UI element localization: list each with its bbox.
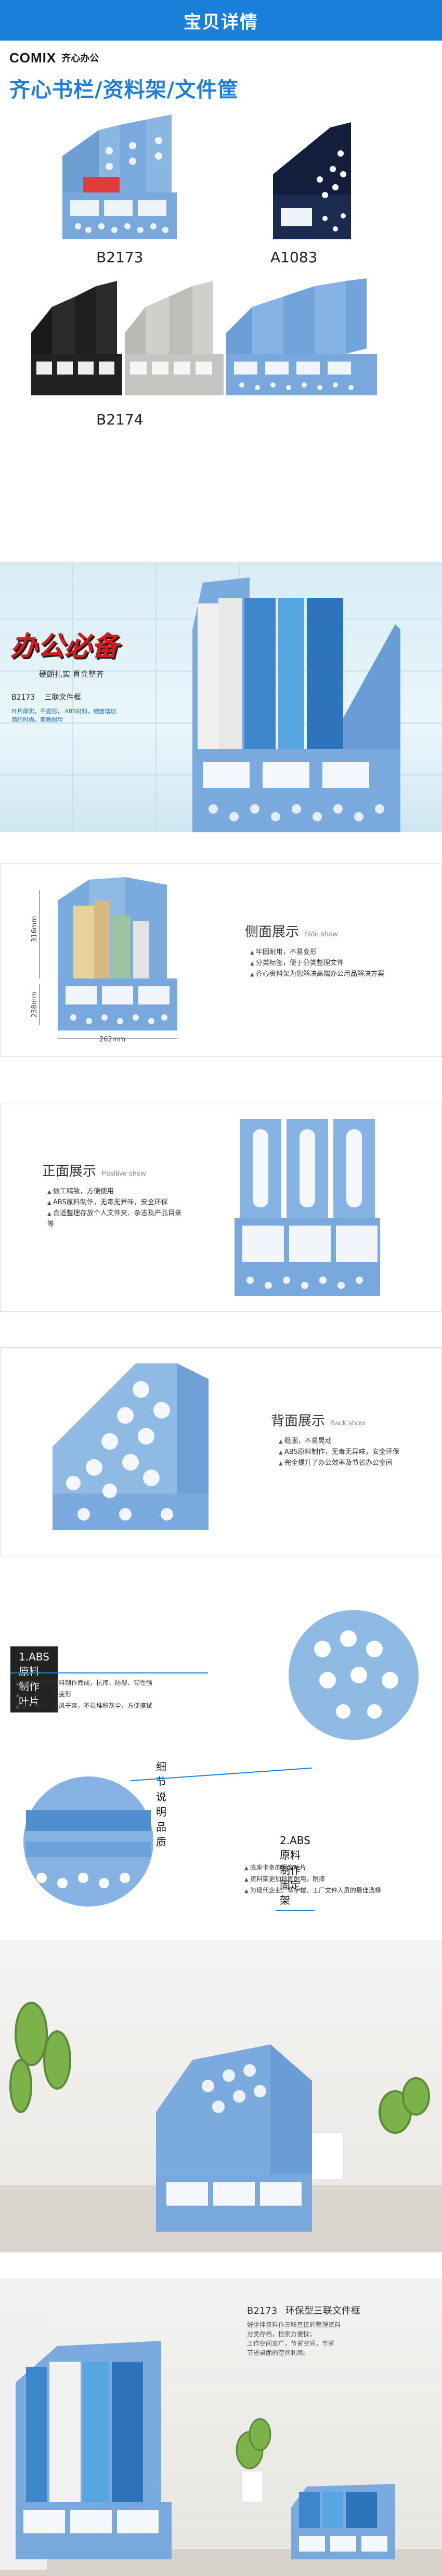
side-title-en: Side show (304, 930, 338, 938)
back-title: 背面展示 Back show (271, 1410, 366, 1429)
back-bullet: ABS原料制作，无毒无异味，安全环保 (279, 1447, 414, 1458)
banner-section: 办公必备 硬朗扎实 直立整齐 B2173 三联文件框 叶片厚实，不变形， ABS… (0, 562, 442, 832)
back-show-panel: 背面展示 Back show 稳固，不易晃动 ABS原料制作，无毒无异味，安全环保… (0, 1347, 442, 1556)
bottom-desc-line: 分类存档，检索方便快； (247, 2330, 316, 2338)
divider (10, 1672, 208, 1673)
brand: COMIX 齐心办公 (9, 46, 99, 70)
back-bullets: 稳固，不易晃动 ABS原料制作，无毒无异味，安全环保 完全提升了办公效率及节省办… (279, 1436, 414, 1469)
lifestyle-photo-2: B2173 环保型三联文件框 好坐伴资料作三联直接的整理资料 分类存档，检索方便… (0, 2278, 442, 2576)
banner-feature: ABS材料，韧度增加 (64, 708, 116, 715)
front-show-panel: 正面展示 Positive show 做工精致，方便使用 ABS原料制作，无毒无异… (0, 1103, 442, 1312)
lifestyle-photo-1 (0, 1940, 442, 2252)
side-bullets: 牢固耐用，不易变形 分类标签，便于分类整理文件 齐心资料架为您解决高端办公用品解… (250, 947, 406, 980)
front-bullet: ABS原料制作，无毒无异味，安全环保 (47, 1197, 183, 1208)
bottom-desc-line: 工作空间宽广，节省空间，节省 (247, 2340, 335, 2347)
product-b2173-label: B2173 (96, 249, 144, 266)
bottom-model-code: B2173 (247, 2305, 278, 2316)
detail-part2-bullets: 底座卡条的固定叶片 资料架更加稳固耐用，耐摔 为现代企业、写字楼、工厂文件人员的… (244, 1862, 432, 1897)
banner-feature: 叶片厚实，不变形 (11, 708, 57, 715)
bottom-model: B2173 环保型三联文件框 (247, 2303, 360, 2317)
hero-title: 齐心书栏/资料架/文件筐 (9, 78, 239, 102)
detail-bullet: 资料架更加稳固耐用，耐摔 (244, 1874, 432, 1885)
detail-bullet: 叶片厚实，不变形 (16, 1689, 213, 1701)
banner-model-code: B2173 (11, 693, 35, 702)
banner-slogan: 办公必备 (10, 631, 119, 662)
side-depth-label: 238mm (31, 991, 38, 1018)
side-title-cn: 侧面展示 (245, 924, 300, 940)
front-title-en: Positive show (101, 1169, 146, 1177)
side-height-label: 316mm (31, 916, 38, 943)
back-title-cn: 背面展示 (271, 1413, 326, 1429)
side-bullet: 牢固耐用，不易变形 (250, 947, 406, 958)
detail-part1-bullets: 采用优质的材料制作而成，抗摔、防裂、韧性强 叶片厚实，不变形 镂空设计，通风干爽… (16, 1678, 213, 1712)
front-title-cn: 正面展示 (42, 1164, 97, 1179)
banner-model: B2173 三联文件框 (11, 692, 81, 702)
product-b2173-image (42, 109, 198, 244)
header-bar: 宝贝详情 (0, 0, 442, 41)
product-a1083-label: A1083 (270, 249, 318, 266)
side-width-label: 262mm (99, 1036, 126, 1044)
banner-model-desc: 三联文件框 (44, 693, 81, 702)
product-b2174-image (29, 276, 416, 401)
side-show-panel: 316mm 238mm 262mm 侧面展示 Side show 牢固耐用，不易变… (0, 864, 442, 1057)
bottom-model-title: 环保型三联文件框 (285, 2305, 360, 2316)
back-title-en: Back show (330, 1419, 366, 1427)
back-bullet: 完全提升了办公效率及节省办公空间 (279, 1458, 414, 1469)
front-title: 正面展示 Positive show (42, 1161, 146, 1180)
side-bullet: 分类标签，便于分类整理文件 (250, 958, 406, 969)
front-bullet: 合适整理存放个人文件夹、杂志及产品目录等 (47, 1208, 183, 1230)
brand-name: 齐心办公 (61, 53, 99, 64)
brand-logo: COMIX (9, 49, 57, 66)
side-title: 侧面展示 Side show (245, 921, 338, 941)
banner-features: 叶片厚实，不变形， ABS材料，韧度增加 简约时尚，美观耐用 (11, 708, 116, 723)
back-bullet: 稳固，不易晃动 (279, 1436, 414, 1447)
bottom-desc-line: 好坐伴资料作三联直接的整理资料 (247, 2321, 341, 2328)
bottom-desc: 好坐伴资料作三联直接的整理资料 分类存档，检索方便快； 工作空间宽广，节省空间，… (247, 2320, 403, 2358)
detail-bullet: 底座卡条的固定叶片 (244, 1862, 432, 1874)
detail-bullet: 采用优质的材料制作而成，抗摔、防裂、韧性强 (16, 1678, 213, 1689)
front-bullet: 做工精致，方便使用 (47, 1187, 183, 1197)
bottom-desc-line: 节省桌面的空间利用。 (247, 2349, 310, 2356)
side-bullet: 齐心资料架为您解决高端办公用品解决方案 (250, 969, 406, 980)
detail-bullet: 镂空设计，通风干爽，不易堆积灰尘，方便擦拭 (16, 1701, 213, 1712)
front-bullets: 做工精致，方便使用 ABS原料制作，无毒无异味，安全环保 合适整理存放个人文件夹… (47, 1187, 183, 1230)
header-title: 宝贝详情 (184, 11, 258, 33)
product-b2174-label: B2174 (96, 411, 144, 428)
banner-tagline: 硬朗扎实 直立整齐 (39, 669, 104, 679)
product-a1083-image (263, 117, 382, 244)
banner-feature: 简约时尚，美观耐用 (11, 716, 63, 723)
detail-bullet: 为现代企业、写字楼、工厂文件人员的最佳选择 (244, 1885, 432, 1897)
